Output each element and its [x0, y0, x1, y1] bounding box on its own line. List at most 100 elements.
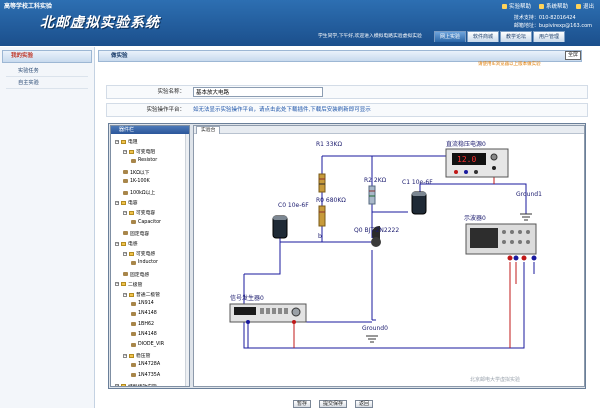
tree-node[interactable]: −稳压管: [123, 352, 150, 359]
ground1-label: Ground1: [516, 191, 542, 198]
tree-node[interactable]: −结型场效应管: [115, 383, 157, 387]
tree-node[interactable]: Inductor: [131, 260, 158, 265]
tree-node[interactable]: 1N914: [131, 301, 154, 306]
tree-node[interactable]: 固定电容: [123, 230, 149, 237]
resistor-r0[interactable]: R0 680KΩ: [316, 197, 346, 227]
expand-toggle-icon[interactable]: −: [115, 241, 119, 246]
tree-node-label: DIODE_VIR: [138, 342, 165, 347]
header: 高等学校工科实验 北邮虚拟实验系统 实验帮助 系统帮助 退出 技术支持：010-…: [0, 0, 600, 46]
folder-icon: [121, 282, 126, 287]
tree-node-label: 可变电感: [136, 252, 156, 258]
tree-node[interactable]: 1N4148: [131, 332, 157, 337]
tree-node-label: 电阻: [128, 140, 138, 145]
expand-toggle-icon[interactable]: −: [123, 149, 127, 154]
expand-toggle-icon[interactable]: −: [115, 282, 119, 287]
signal-generator[interactable]: 信号发生器0: [229, 294, 307, 324]
help-icon: [501, 3, 507, 9]
expand-toggle-icon[interactable]: −: [123, 353, 127, 358]
support-email: 邮箱地址：bupivirexp@163.com: [513, 23, 592, 29]
welcome-text: 学生同学,下午好,欢迎进入模拟电路实验虚拟实验: [318, 34, 422, 39]
folder-icon: [129, 292, 134, 297]
transistor-q0[interactable]: Q0 BJT-2N2222: [354, 226, 399, 247]
nav-tab-online-experiment[interactable]: 网上实验: [434, 31, 467, 42]
component-icon: [131, 322, 136, 327]
folder-icon: [129, 210, 134, 215]
tree-node-label: Capacitor: [138, 219, 162, 225]
system-help-link[interactable]: 系统帮助: [538, 2, 568, 10]
tree-node[interactable]: 100kΩ以上: [123, 189, 155, 196]
oscilloscope[interactable]: 示波器0: [464, 214, 537, 261]
tree-node-label: 1KΩ以下: [130, 170, 150, 176]
main-nav: 网上实验 软件商城 教学论坛 用户管理: [434, 31, 566, 42]
tree-node[interactable]: 1K-100K: [123, 179, 150, 184]
folder-icon: [129, 251, 134, 256]
capacitor-c1[interactable]: C1 10e-6F: [402, 179, 433, 215]
submit-button[interactable]: 提交保存: [319, 400, 348, 408]
tree-node-label: Resistor: [138, 158, 158, 164]
nav-tab-user-admin[interactable]: 用户管理: [533, 31, 566, 42]
sidebar-item-self[interactable]: 自主实验: [6, 77, 88, 89]
plugin-download-link[interactable]: 如无法显示实验操作平台，请点击此处下载插件,下载后安装刷新即可显示: [193, 107, 371, 113]
nav-tab-forum[interactable]: 教学论坛: [500, 31, 533, 42]
sidebar-item-tasks[interactable]: 实验任务: [6, 65, 88, 77]
toolbox-scrollbar[interactable]: [185, 134, 189, 386]
tree-node-label: 电容: [128, 201, 138, 207]
circuit-diagram[interactable]: R1 33KΩ R0 680KΩ R2 2KΩ: [194, 134, 585, 387]
tree-node[interactable]: −普通二极管: [123, 291, 160, 298]
tree-node[interactable]: Capacitor: [131, 220, 161, 225]
expand-toggle-icon[interactable]: −: [115, 384, 119, 387]
resistor-r2[interactable]: R2 2KΩ: [364, 177, 387, 205]
tree-node[interactable]: −二极管: [115, 281, 142, 288]
tree-node[interactable]: 1KΩ以下: [123, 169, 149, 176]
expand-toggle-icon[interactable]: −: [115, 200, 119, 205]
tree-node[interactable]: 1BH62: [131, 322, 154, 327]
nav-tab-software-mall[interactable]: 软件商城: [467, 31, 500, 42]
capacitor-c0[interactable]: C0 10e-6F: [272, 202, 309, 239]
expand-toggle-icon[interactable]: −: [123, 210, 127, 215]
dc-power-supply[interactable]: 直流稳压电源0 12.0: [445, 140, 509, 178]
red-wires: [293, 176, 517, 348]
circuit-canvas[interactable]: 实验台: [193, 125, 585, 387]
tree-node[interactable]: 固定电感: [123, 271, 149, 278]
tab-workbench[interactable]: 实验台: [196, 126, 221, 134]
canvas-watermark: 北京邮电大学虚拟实验: [470, 376, 520, 383]
component-icon: [123, 272, 128, 277]
logout-link[interactable]: 退出: [575, 2, 594, 10]
tree-node[interactable]: − 电容: [115, 199, 138, 206]
tree-node[interactable]: − 可变电感: [123, 250, 155, 257]
expand-toggle-icon[interactable]: −: [123, 251, 127, 256]
resistor-r1[interactable]: R1 33KΩ: [316, 141, 342, 193]
site-title: 北邮虚拟实验系统: [40, 15, 160, 31]
fullscreen-button[interactable]: 全屏: [565, 51, 581, 60]
tree-node[interactable]: Resistor: [131, 158, 157, 163]
tree-node[interactable]: 1N4148: [131, 311, 157, 316]
tree-node[interactable]: − 电阻: [115, 138, 138, 145]
tree-node[interactable]: −可变电容: [123, 209, 155, 216]
c1-label: C1 10e-6F: [402, 179, 433, 186]
tree-node[interactable]: −可变电阻: [123, 148, 155, 155]
experiment-help-link[interactable]: 实验帮助: [501, 2, 531, 10]
expand-toggle-icon[interactable]: −: [115, 139, 119, 144]
folder-icon: [129, 353, 134, 358]
help-icon: [538, 3, 544, 9]
expand-toggle-icon[interactable]: −: [123, 292, 127, 297]
tree-node[interactable]: DIODE_VIR: [131, 342, 164, 347]
tree-node[interactable]: −电感: [115, 240, 138, 247]
component-icon: [131, 342, 136, 347]
dc-readout: 12.0: [457, 155, 476, 164]
tree-node-label: 1N4728A: [138, 362, 161, 368]
tree-node-label: 固定电容: [130, 231, 150, 237]
dc-source-label: 直流稳压电源0: [446, 140, 486, 148]
tree-node[interactable]: 1N4728A: [131, 362, 160, 367]
tree-node[interactable]: 1N4735A: [131, 373, 160, 378]
experiment-name-field[interactable]: [193, 87, 323, 97]
tree-node-label: 1N914: [138, 301, 154, 307]
back-button[interactable]: 返回: [355, 400, 374, 408]
tree-node-label: Inductor: [138, 260, 158, 266]
sidebar-heading: 我的实验: [2, 50, 92, 63]
save-draft-button[interactable]: 暂存: [293, 400, 312, 408]
logout-icon: [575, 3, 581, 9]
platform-row: 实验操作平台： 如无法显示实验操作平台，请点击此处下载插件,下载后安装刷新即可显…: [106, 103, 588, 117]
folder-icon: [121, 200, 126, 205]
